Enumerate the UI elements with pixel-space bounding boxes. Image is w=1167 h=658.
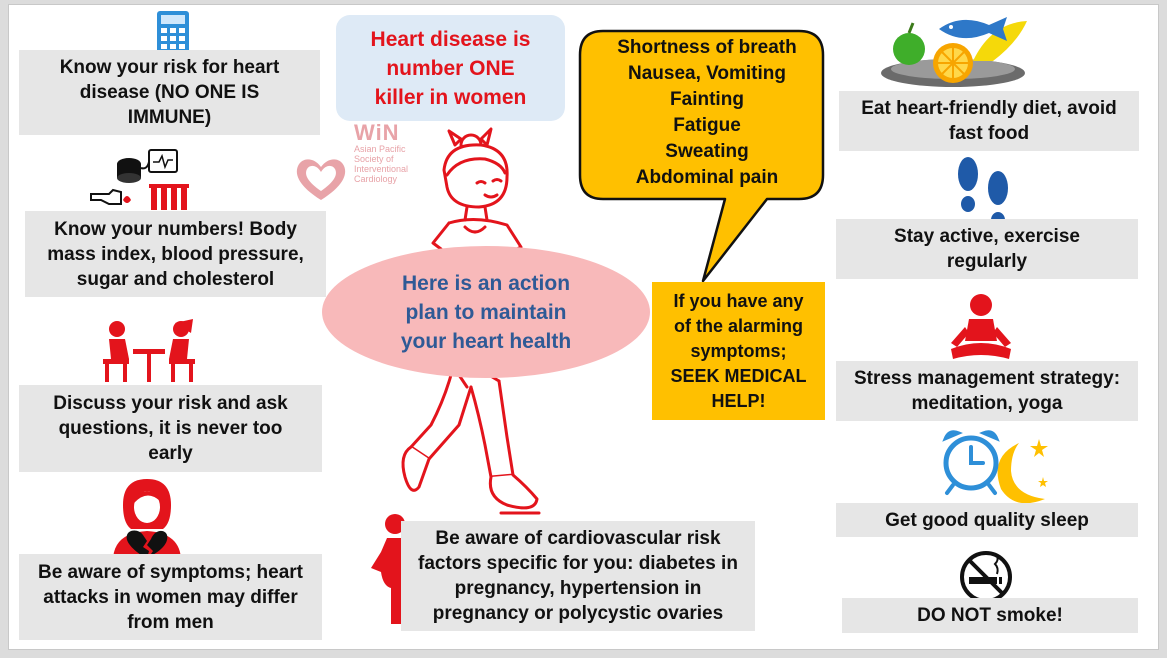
win-logo-name: WiN (354, 120, 400, 145)
title-box: Heart disease is number ONE killer in wo… (336, 15, 565, 121)
symptom-item: Abdominal pain (635, 167, 779, 188)
tip-line: Be aware of symptoms; heart (37, 561, 304, 583)
win-logo-subtitle: Cardiology (354, 174, 398, 184)
title-line: Heart disease is (370, 27, 531, 51)
tip-know-numbers: Know your numbers! Body mass index, bloo… (25, 211, 326, 297)
win-logo: WiN Asian Pacific Society of Interventio… (354, 120, 409, 185)
walking-woman-illustration (401, 127, 541, 515)
tip-line: from men (127, 611, 214, 633)
center-line: your heart health (400, 329, 572, 353)
center-line: plan to maintain (405, 300, 567, 324)
seek-help-box: If you have any of the alarming symptoms… (652, 282, 825, 420)
win-logo-subtitle: Society of (354, 154, 394, 164)
tip-line: Be aware of cardiovascular risk (435, 528, 721, 549)
tip-line: meditation, yoga (911, 393, 1063, 414)
tip-aware-symptoms: Be aware of symptoms; heart attacks in w… (19, 554, 322, 640)
tip-line: Stay active, exercise (894, 226, 1080, 247)
symptom-item: Fainting (670, 89, 744, 110)
symptom-item: Fatigue (673, 115, 741, 136)
fruit-fish-plate-icon (881, 17, 1027, 87)
action-plan-ellipse: Here is an action plan to maintain your … (322, 246, 650, 378)
tip-line: disease (NO ONE IS (79, 82, 260, 103)
broken-heart-woman-icon (113, 479, 181, 561)
tip-line: Get good quality sleep (885, 509, 1089, 531)
tip-line: Eat heart-friendly diet, avoid (861, 98, 1117, 119)
alarm-line: If you have any (673, 290, 804, 311)
tip-line: factors specific for you: diabetes in (418, 553, 738, 574)
tip-line: Know your numbers! Body (54, 218, 297, 240)
title-line: killer in women (374, 85, 527, 109)
infographic-slide: Heart disease is number ONE killer in wo… (8, 4, 1159, 650)
no-smoking-icon (960, 551, 1012, 603)
symptom-item: Shortness of breath (617, 37, 797, 58)
tip-line: pregnancy, hypertension in (454, 578, 702, 599)
tip-risk-factors: Be aware of cardiovascular risk factors … (401, 521, 755, 631)
alarm-line: HELP! (711, 390, 766, 411)
tip-line: Stress management strategy: (853, 368, 1121, 389)
symptom-item: Nausea, Vomiting (627, 63, 786, 84)
alarm-clock-moon-icon (942, 430, 1048, 504)
win-logo-subtitle: Interventional (354, 164, 409, 174)
tip-line: Discuss your risk and ask (53, 393, 288, 414)
tip-line: fast food (948, 123, 1030, 144)
symptom-item: Sweating (665, 141, 749, 162)
tip-line: questions, it is never too (58, 418, 283, 439)
calculator-icon (157, 11, 189, 55)
meditation-icon (951, 294, 1011, 359)
center-line: Here is an action (401, 271, 571, 295)
footprints-icon (958, 157, 1008, 228)
tip-sleep: Get good quality sleep (836, 503, 1138, 537)
tip-know-risk: Know your risk for heart disease (NO ONE… (19, 50, 320, 135)
tip-line: early (148, 443, 193, 464)
tip-line: DO NOT smoke! (917, 605, 1063, 626)
symptoms-list: Shortness of breath Nausea, Vomiting Fai… (587, 35, 827, 191)
tip-line: regularly (946, 251, 1028, 272)
tip-stress: Stress management strategy: meditation, … (836, 361, 1138, 421)
title-line: number ONE (386, 56, 515, 80)
tip-line: Know your risk for heart (59, 57, 280, 78)
symptoms-speech-bubble (578, 29, 825, 283)
tip-line: attacks in women may differ (43, 586, 298, 608)
win-logo-subtitle: Asian Pacific (354, 144, 406, 154)
tip-line: pregnancy or polycystic ovaries (432, 603, 724, 624)
tip-active: Stay active, exercise regularly (836, 219, 1138, 279)
alarm-line: symptoms; (690, 340, 787, 361)
tip-line: sugar and cholesterol (76, 268, 275, 290)
tip-line: mass index, blood pressure, (47, 243, 304, 265)
heart-logo-icon (296, 159, 346, 200)
tip-diet: Eat heart-friendly diet, avoid fast food (839, 91, 1139, 151)
medical-devices-icon (90, 149, 189, 210)
tip-line: IMMUNE) (127, 107, 212, 128)
tip-discuss-risk: Discuss your risk and ask questions, it … (19, 385, 322, 472)
alarm-line: SEEK MEDICAL (670, 365, 807, 386)
consultation-icon (103, 319, 195, 382)
alarm-line: of the alarming (673, 315, 803, 336)
tip-no-smoke: DO NOT smoke! (842, 598, 1138, 633)
